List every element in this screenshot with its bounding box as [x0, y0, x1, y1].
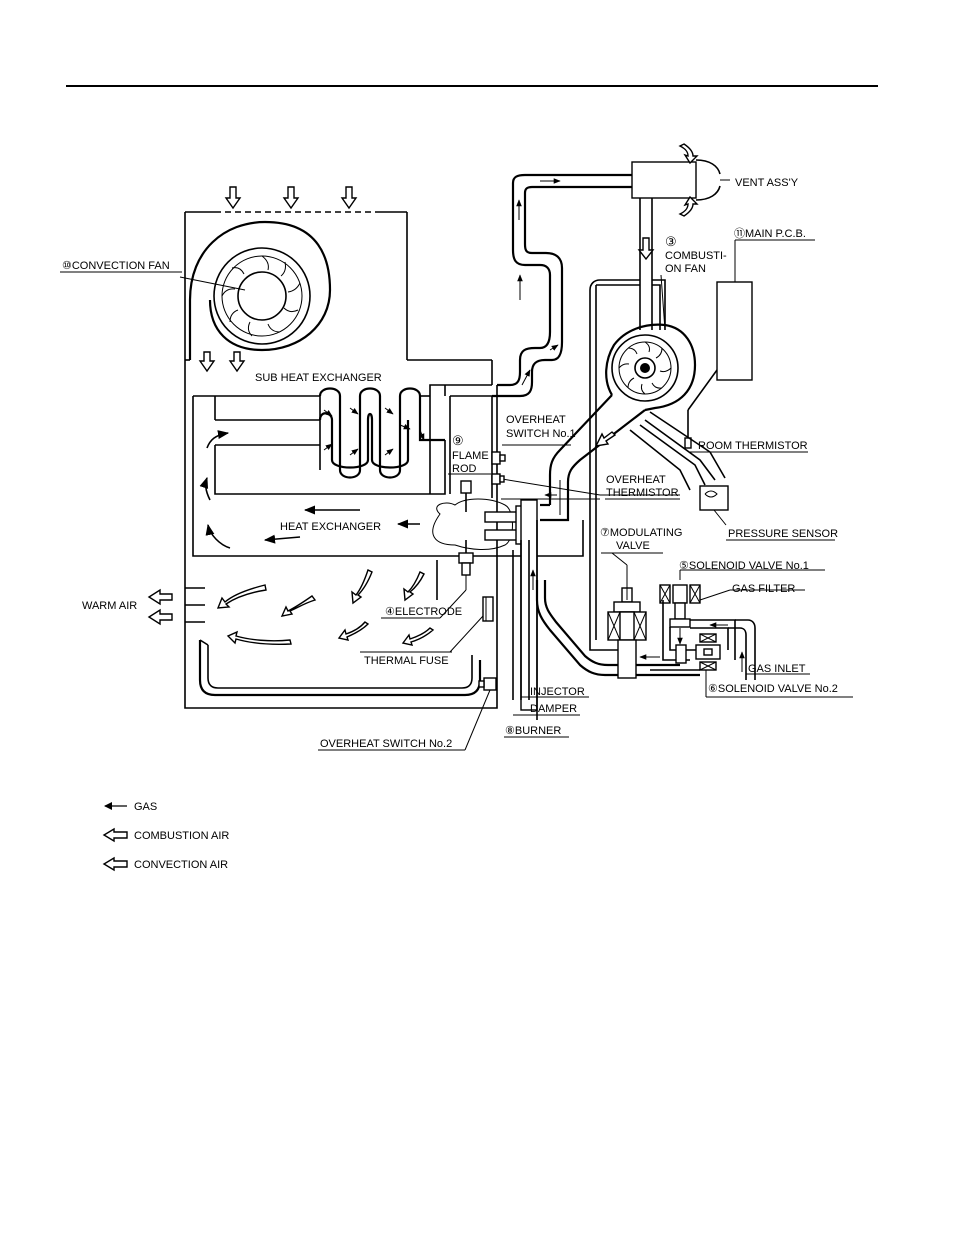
legend-label-combustion-air: COMBUSTION AIR: [134, 830, 229, 842]
heat-exchanger: [192, 384, 584, 557]
label-overheat-thermistor-line2: THERMISTOR: [606, 487, 679, 499]
legend: GAS COMBUSTION AIR CONVECTION AIR: [102, 801, 229, 872]
pressure-sensor: [699, 485, 835, 541]
convection-air-flow-arrows: [216, 569, 435, 646]
label-heat-exchanger: HEAT EXCHANGER: [280, 521, 381, 533]
label-combustion-fan-number: ③: [665, 234, 677, 249]
label-main-pcb: ⑪MAIN P.C.B.: [734, 227, 806, 240]
leader-lines: [60, 271, 808, 738]
legend-label-convection-air: CONVECTION AIR: [134, 859, 228, 871]
convection-air-arrow-icon: [102, 856, 128, 872]
overheat-switch-1: [491, 451, 506, 485]
label-modulating-valve-line2: VALVE: [616, 540, 650, 552]
label-gas-filter: GAS FILTER: [732, 583, 795, 595]
label-overheat-switch-1-line2: SWITCH No.1: [506, 428, 576, 440]
gas-valve-assembly: [535, 552, 853, 698]
combustion-fan: [605, 274, 697, 412]
label-vent-assy: VENT ASS'Y: [735, 177, 799, 189]
label-room-thermistor: ROOM THERMISTOR: [698, 440, 808, 452]
vent-assy: [631, 143, 730, 330]
convection-fan: [179, 220, 332, 360]
label-damper: DAMPER: [530, 703, 577, 715]
label-combustion-fan-line1: COMBUSTI-: [665, 250, 727, 262]
label-flame-rod-number: ⑨: [452, 433, 464, 448]
label-overheat-switch-1-line1: OVERHEAT: [506, 414, 566, 426]
label-thermal-fuse: THERMAL FUSE: [364, 655, 449, 667]
gas-arrow-icon: [104, 802, 112, 810]
label-electrode: ④ELECTRODE: [385, 606, 462, 618]
legend-item-combustion-air: COMBUSTION AIR: [102, 827, 229, 843]
label-pressure-sensor: PRESSURE SENSOR: [728, 528, 838, 540]
legend-item-gas: GAS: [104, 801, 157, 813]
label-warm-air: WARM AIR: [82, 600, 137, 612]
label-flame-rod-line1: FLAME: [452, 450, 489, 462]
burner-assembly: [432, 480, 538, 720]
label-burner: ⑧BURNER: [505, 725, 561, 737]
convection-air-inlet-arrows: [224, 186, 358, 210]
main-pcb: [716, 239, 815, 381]
label-flame-rod-line2: ROD: [452, 463, 477, 475]
room-thermistor: [684, 369, 718, 449]
label-injector: INJECTOR: [530, 686, 585, 698]
overheat-switch-2: [318, 677, 497, 751]
legend-label-gas: GAS: [134, 801, 157, 813]
label-sub-heat-exchanger: SUB HEAT EXCHANGER: [255, 372, 382, 384]
lower-duct: [198, 639, 482, 697]
combustion-air-duct: [492, 173, 632, 398]
cabinet: [184, 211, 498, 709]
label-convection-fan: ⑩CONVECTION FAN: [62, 260, 170, 272]
label-combustion-fan-line2: ON FAN: [665, 263, 706, 275]
combustion-air-arrow-icon: [102, 827, 128, 843]
gas-lines: [495, 279, 726, 651]
fan-to-burner-duct: [540, 394, 646, 522]
label-overheat-thermistor-line1: OVERHEAT: [606, 474, 666, 486]
diagram-labels: VENT ASS'Y ⑪MAIN P.C.B. ③ COMBUSTI- ON F…: [62, 177, 838, 750]
label-solenoid-valve-1: ⑤SOLENOID VALVE No.1: [679, 560, 809, 572]
warm-air-outlet: [147, 587, 205, 626]
label-gas-inlet: GAS INLET: [748, 663, 806, 675]
label-overheat-switch-2: OVERHEAT SWITCH No.2: [320, 738, 452, 750]
label-solenoid-valve-2: ⑥SOLENOID VALVE No.2: [708, 683, 838, 695]
label-modulating-valve-line1: ⑦MODULATING: [600, 527, 682, 539]
convection-air-arrows-lower: [198, 351, 246, 373]
legend-item-convection-air: CONVECTION AIR: [102, 856, 228, 872]
thermal-fuse: [360, 596, 494, 653]
